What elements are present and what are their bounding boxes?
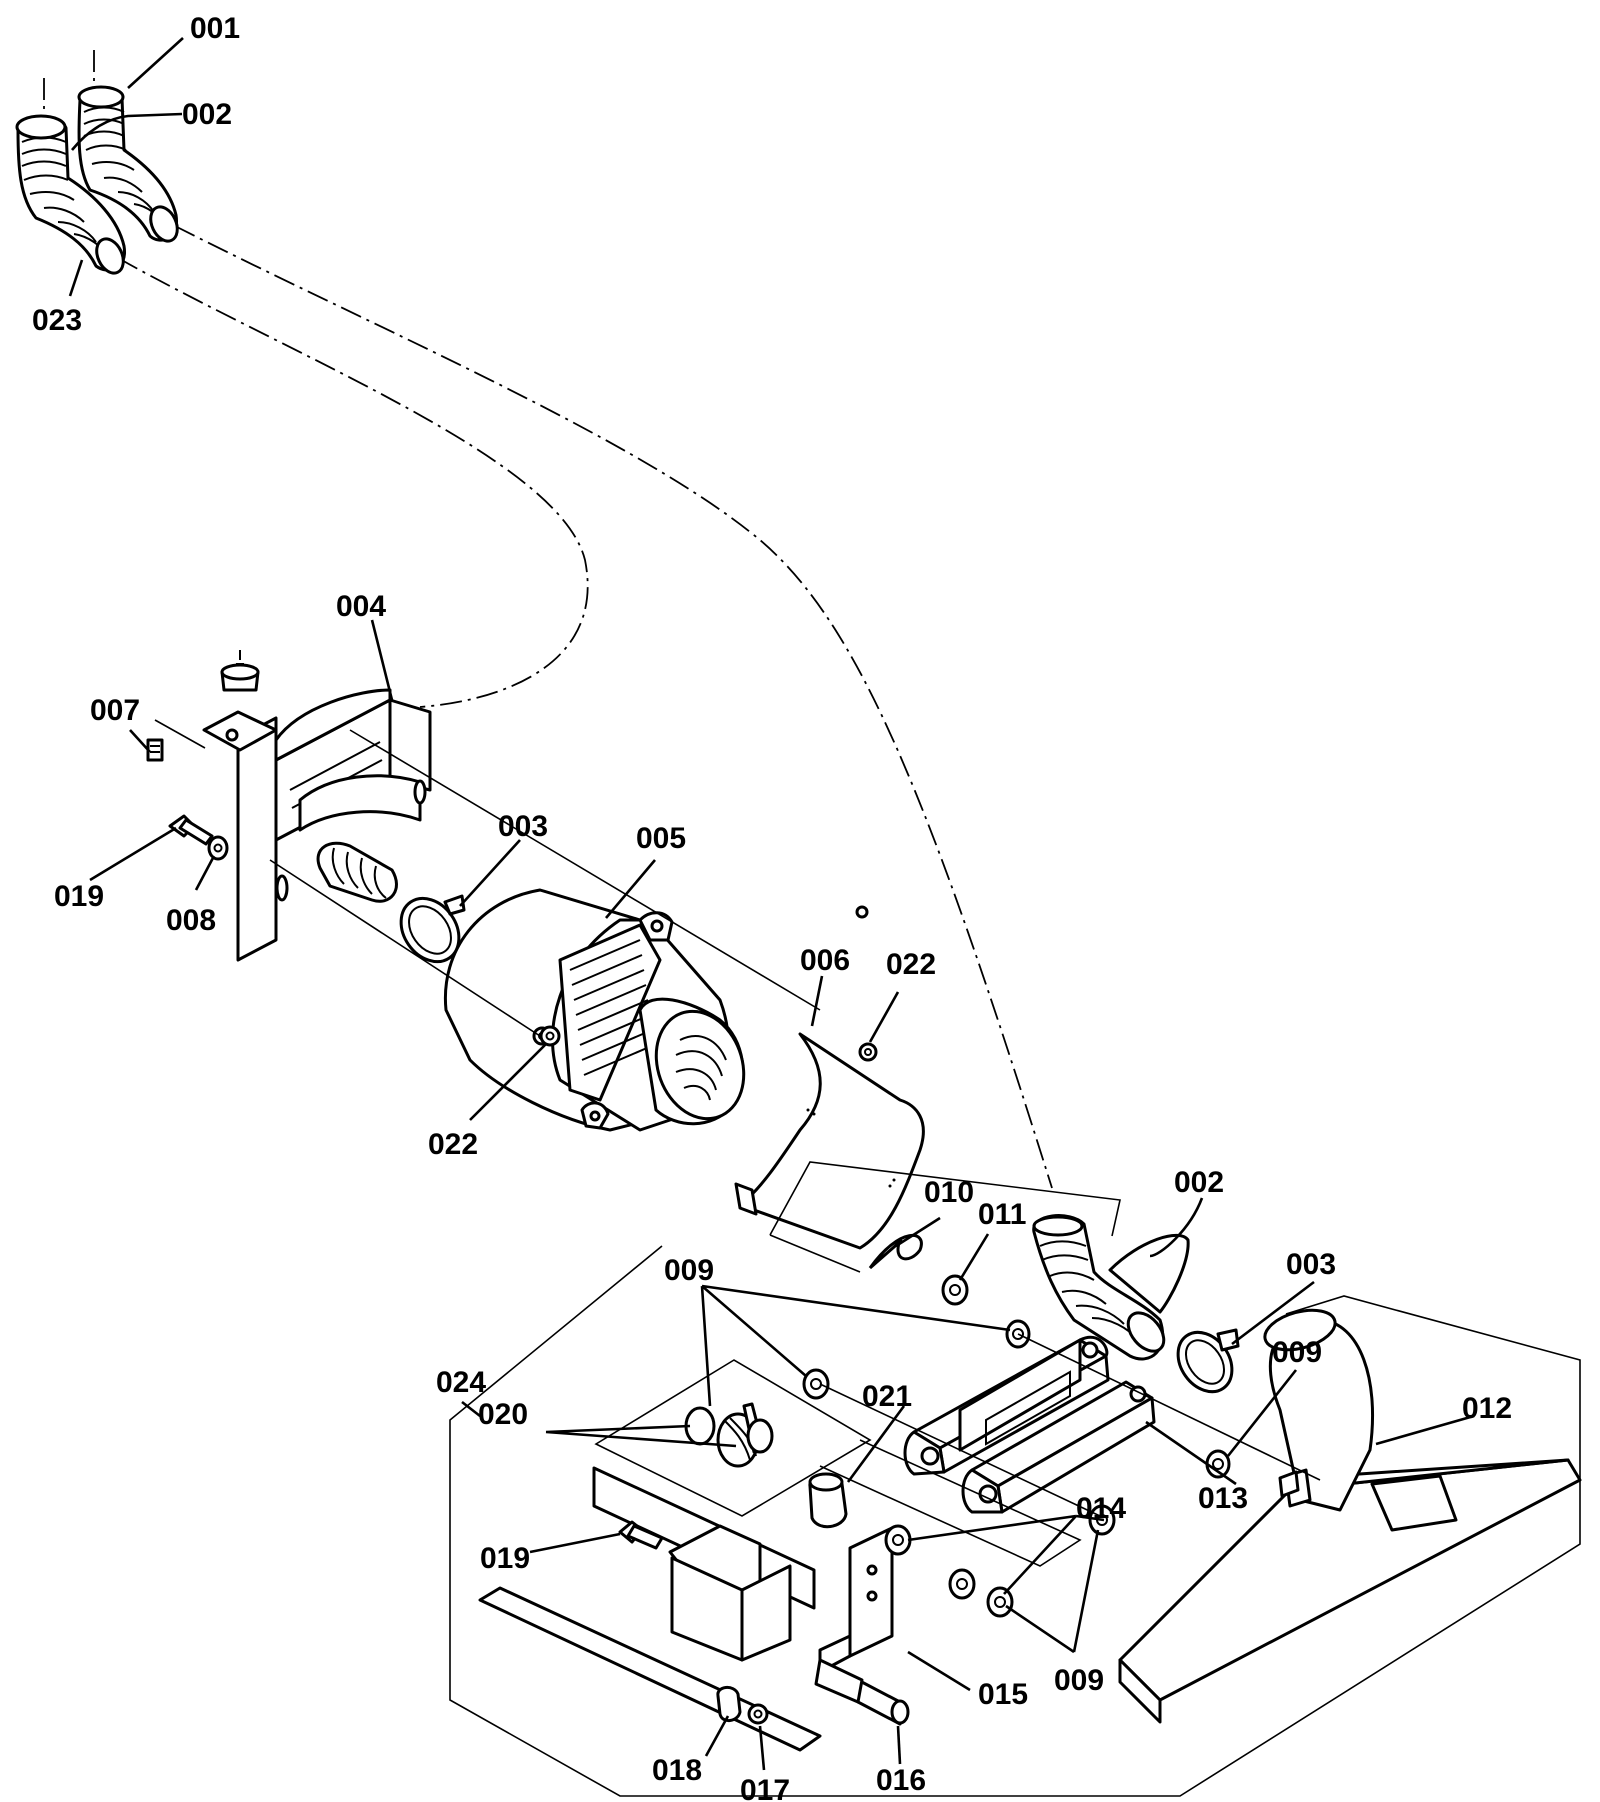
- callout-015: 015: [978, 1678, 1028, 1711]
- callout-011: 011: [978, 1198, 1026, 1231]
- callout-005: 005: [636, 822, 686, 855]
- callout-017: 017: [740, 1774, 790, 1802]
- assembly-024-outline: [449, 1245, 1581, 1797]
- callout-019-lower: 019: [480, 1542, 530, 1575]
- callout-018: 018: [652, 1754, 702, 1787]
- callout-002-upper: 002: [182, 98, 232, 131]
- nut-022-upper: [858, 1042, 878, 1062]
- motor-shield: [734, 905, 925, 1250]
- callout-012: 012: [1462, 1392, 1512, 1425]
- arm-013: [903, 1335, 1156, 1514]
- callout-023: 023: [32, 304, 82, 337]
- blower-motor: [269, 729, 821, 1132]
- callout-020: 020: [478, 1398, 528, 1431]
- callout-009-right: 009: [1272, 1336, 1322, 1369]
- screw-007: [146, 738, 164, 762]
- callout-004: 004: [336, 590, 386, 623]
- callout-008: 008: [166, 904, 216, 937]
- callout-016: 016: [876, 1764, 926, 1797]
- pin-016: [814, 1658, 910, 1726]
- callout-024: 024: [436, 1366, 486, 1399]
- callout-021: 021: [862, 1380, 912, 1413]
- callout-003-lower: 003: [1286, 1248, 1336, 1281]
- cotter-pin-010: [868, 1233, 923, 1270]
- washer-011: [941, 1274, 969, 1306]
- callout-labels: 001 002 023 004 007 019 008 003 005 006 …: [32, 12, 1512, 1802]
- callout-010: 010: [924, 1176, 974, 1209]
- spacer-018: [716, 1686, 742, 1722]
- callout-022-upper: 022: [886, 948, 936, 981]
- bushing-021: [808, 1472, 848, 1529]
- hose-clamp-upper: [399, 894, 466, 964]
- callout-006: 006: [800, 944, 850, 977]
- hose-assembly-top: [15, 85, 179, 275]
- outlet-nozzle-012: [1118, 1308, 1582, 1724]
- hose-routing-lines: [43, 50, 1053, 1189]
- callout-002-lower: 002: [1174, 1166, 1224, 1199]
- nut-017: [747, 1703, 769, 1725]
- bracket-hose: [316, 841, 398, 903]
- washer-008: [207, 835, 229, 861]
- callout-003-upper: 003: [498, 810, 548, 843]
- spring-020: [684, 1402, 774, 1468]
- callout-019-upper: 019: [54, 880, 104, 913]
- callout-009-upper: 009: [664, 1254, 714, 1287]
- mounting-bracket: [154, 650, 432, 962]
- bolt-019-lower: [618, 1520, 664, 1550]
- bracket-outline-frame: [769, 1161, 1121, 1273]
- callout-001: 001: [190, 12, 240, 45]
- bolt-019-upper: [168, 814, 214, 846]
- callout-013: 013: [1198, 1482, 1248, 1515]
- callout-009-lower: 009: [1054, 1664, 1104, 1697]
- callout-022-lower: 022: [428, 1128, 478, 1161]
- callout-007: 007: [90, 694, 140, 727]
- nut-022-lower: [539, 1025, 561, 1047]
- callout-014: 014: [1076, 1492, 1126, 1525]
- hose-assembly-lower: [1032, 1214, 1190, 1361]
- leader-lines: [68, 37, 1475, 1771]
- hose-clamp-lower: [1176, 1328, 1240, 1394]
